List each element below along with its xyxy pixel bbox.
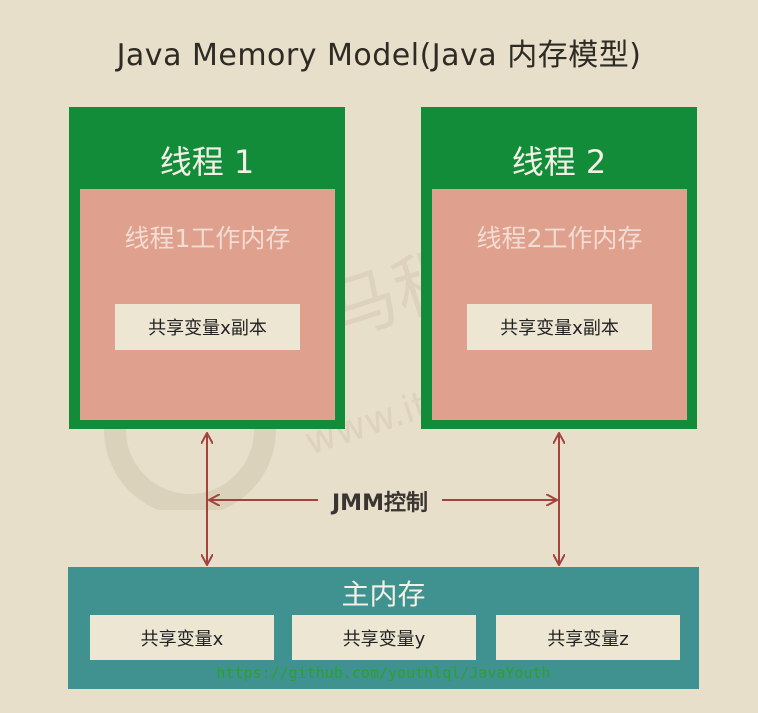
main-memory-box: 主内存 共享变量x 共享变量y 共享变量z https://github.com… — [68, 567, 699, 689]
jmm-control-label: JMM控制 — [318, 486, 442, 516]
thread-1-work-memory-title: 线程1工作内存 — [124, 224, 291, 253]
thread-1-shared-copy: 共享变量x副本 — [115, 304, 300, 350]
thread-1-box: 线程 1 线程1工作内存 共享变量x副本 — [69, 107, 345, 429]
thread-2-shared-copy: 共享变量x副本 — [467, 304, 652, 350]
thread-1-title: 线程 1 — [159, 143, 255, 181]
thread-1-work-memory: 线程1工作内存 共享变量x副本 — [80, 189, 335, 420]
thread-2-title: 线程 2 — [511, 143, 607, 181]
thread-2-work-memory: 线程2工作内存 共享变量x副本 — [432, 189, 687, 420]
shared-variable-y: 共享变量y — [292, 615, 476, 660]
thread-2-work-memory-title: 线程2工作内存 — [476, 224, 643, 253]
shared-variable-x: 共享变量x — [90, 615, 274, 660]
shared-variable-z: 共享变量z — [496, 615, 680, 660]
thread-2-box: 线程 2 线程2工作内存 共享变量x副本 — [421, 107, 697, 429]
main-memory-title: 主内存 — [341, 578, 426, 611]
github-url-watermark: https://github.com/youthlql/JavaYouth — [216, 664, 551, 682]
diagram-title: Java Memory Model(Java 内存模型) — [116, 38, 642, 73]
